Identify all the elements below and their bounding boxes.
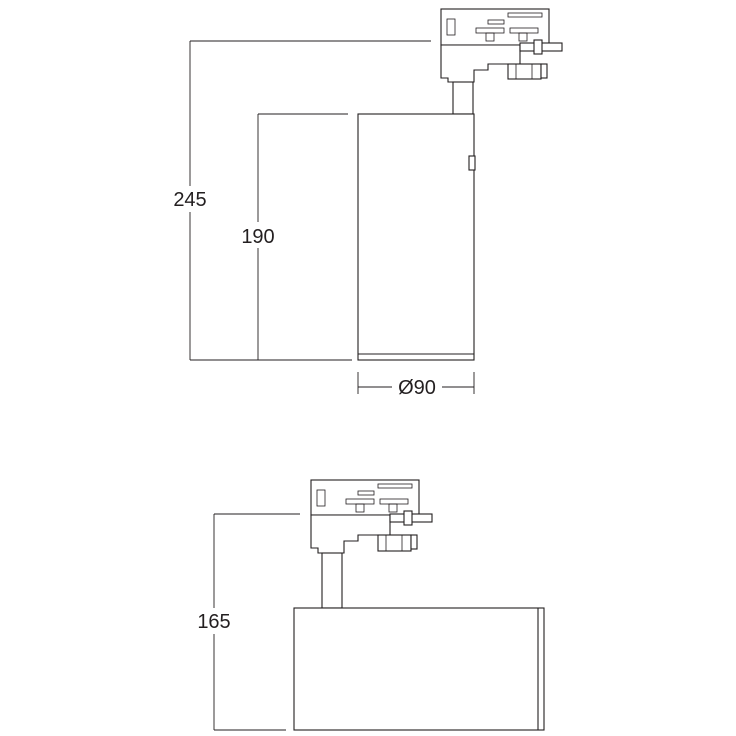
dimension-label-165: 165 [197,611,230,633]
front-adapter [440,8,563,115]
dimension-label-245: 245 [173,189,206,211]
dimension-body-height: 190 [233,113,348,360]
front-view [357,8,563,361]
dimension-label-190: 190 [241,226,274,248]
dimension-total-height: 245 [165,40,431,361]
side-adapter [310,479,433,609]
front-lamp-body [357,113,476,361]
dimension-label-diameter: Ø90 [398,377,436,399]
side-view [293,479,545,731]
side-lamp-body [293,607,545,731]
dimension-diameter: Ø90 [357,372,475,399]
dimension-side-height: 165 [189,513,300,731]
